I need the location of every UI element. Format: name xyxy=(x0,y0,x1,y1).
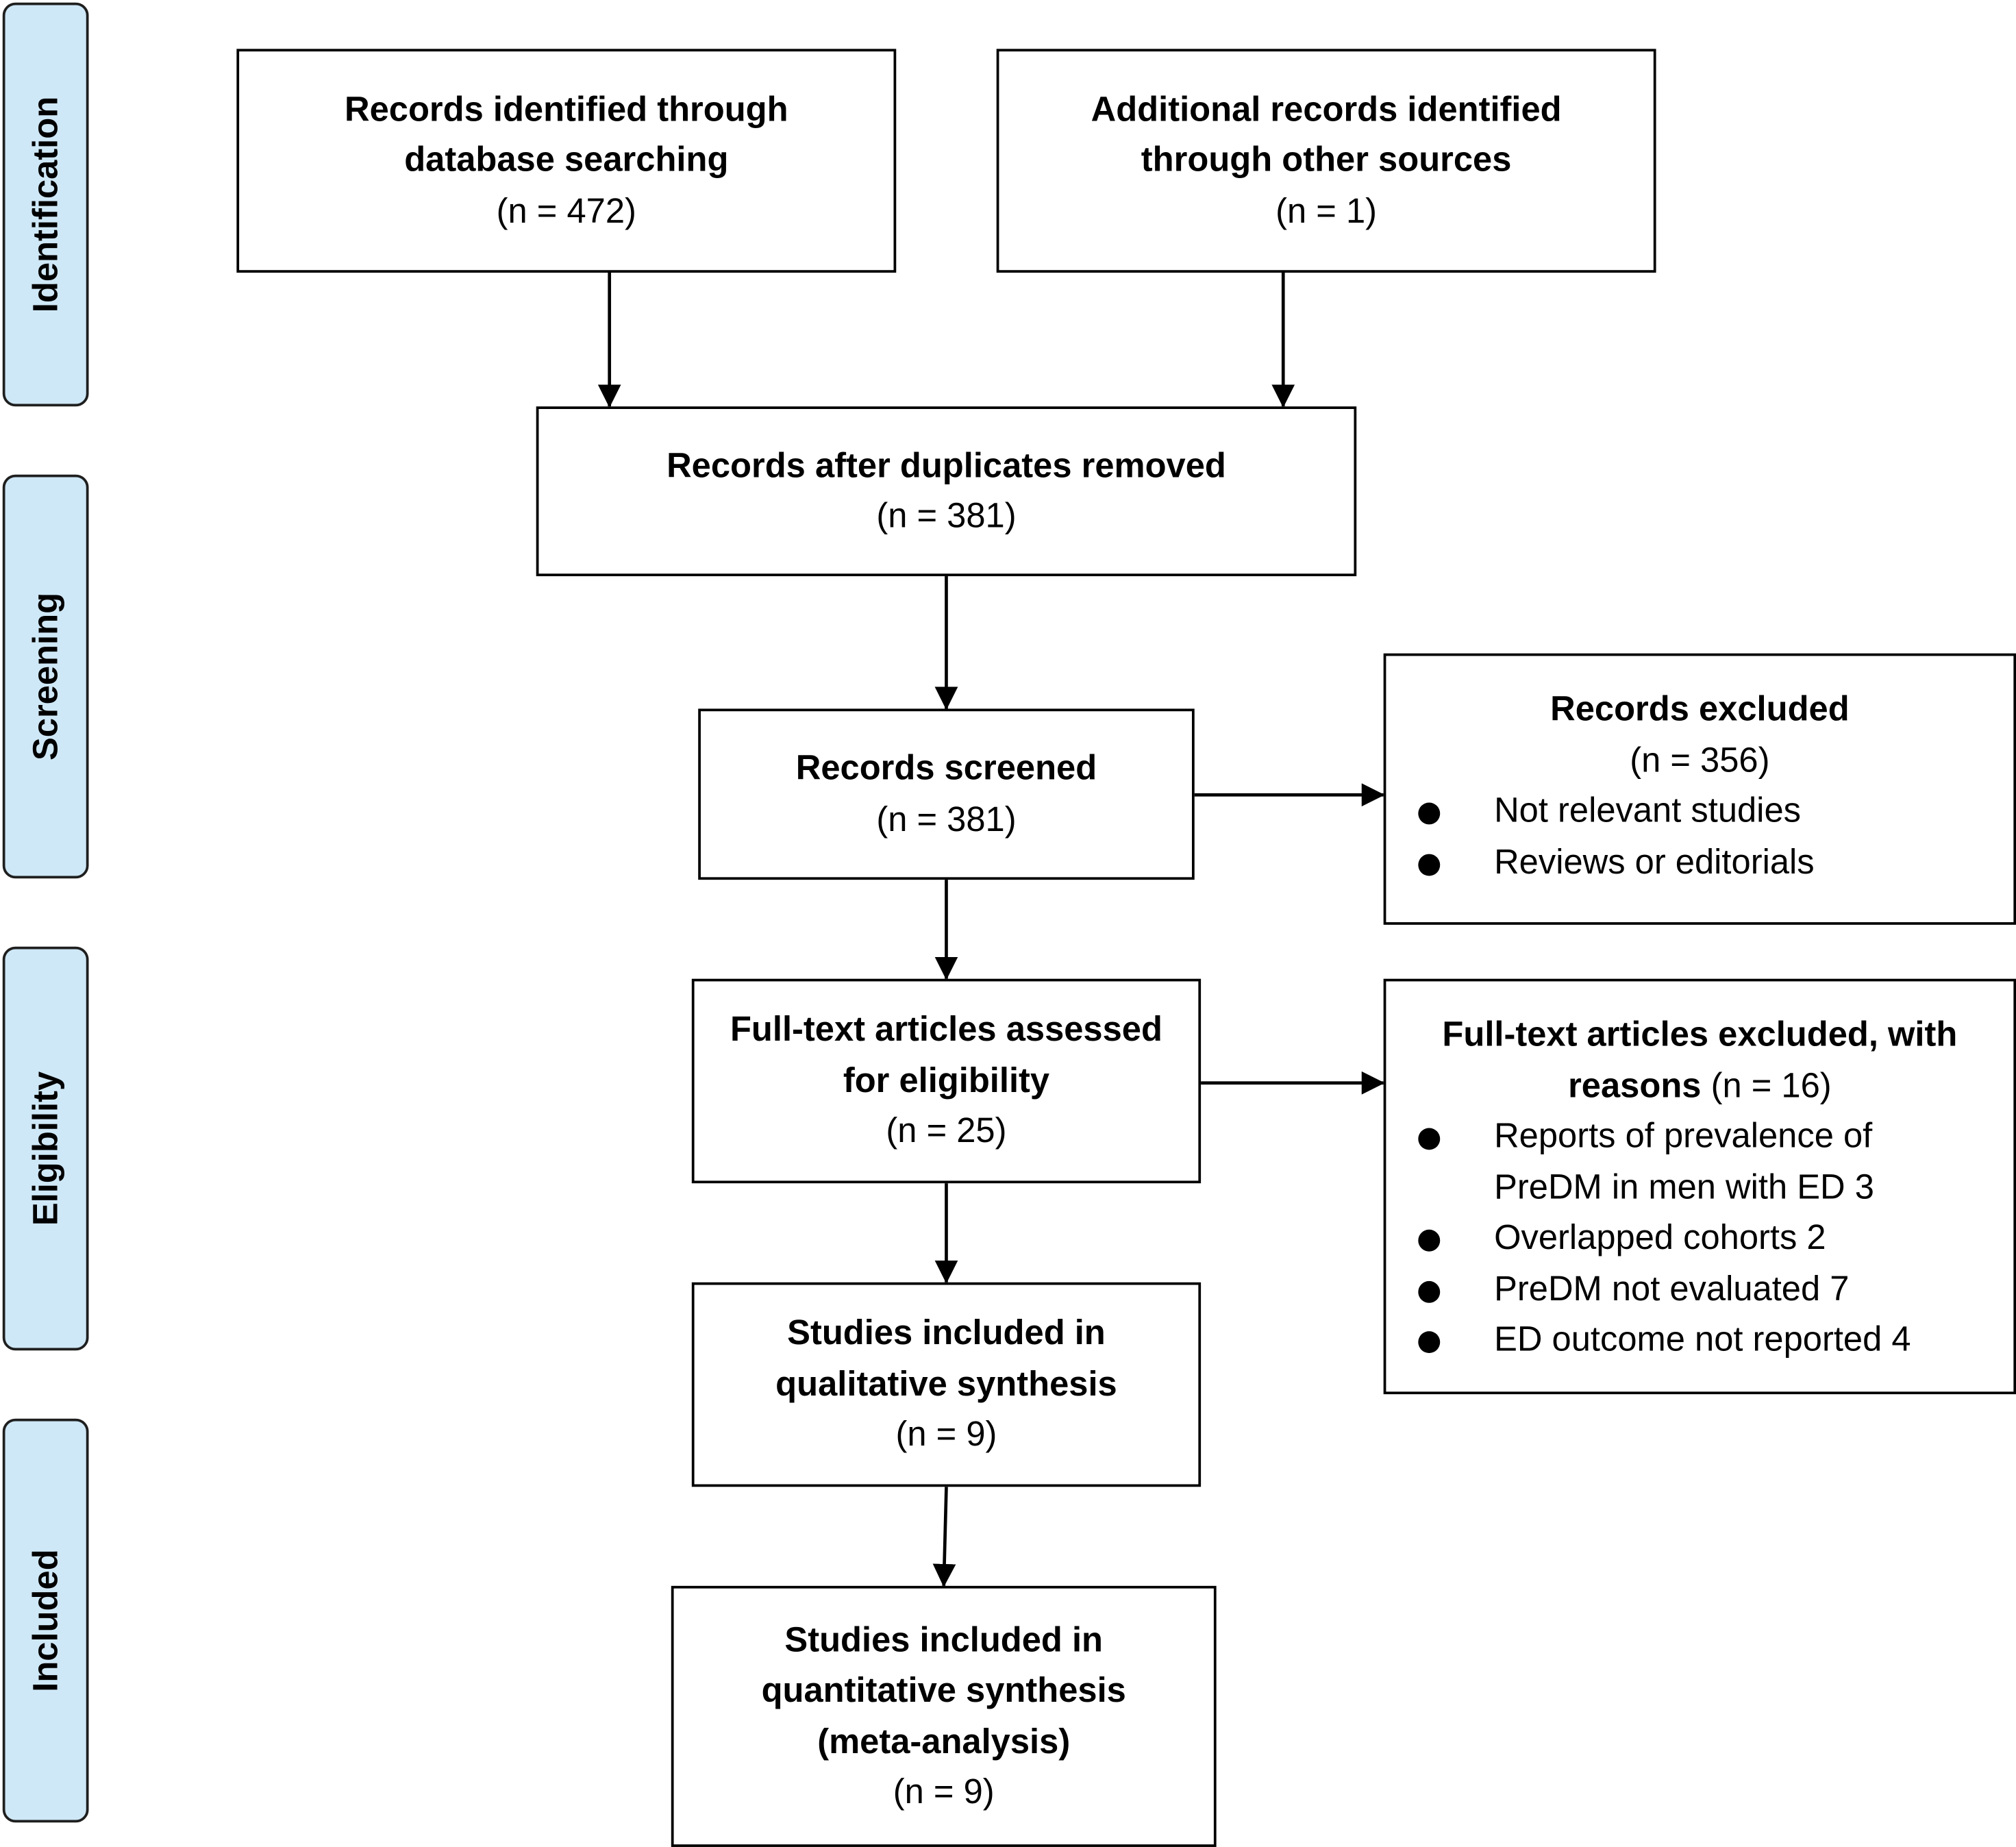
box-title: Records excluded xyxy=(1550,689,1850,728)
box-count: (n = 381) xyxy=(876,496,1017,535)
phase-included: Included xyxy=(2,1418,89,1823)
box-title: Full-text articles excluded, with reason… xyxy=(1442,1015,1958,1104)
phase-eligibility: Eligibility xyxy=(2,946,89,1351)
phase-identification: Identification xyxy=(2,2,89,407)
box-other-sources: Additional records identified through ot… xyxy=(996,49,1656,273)
exclusion-reasons-list: Reports of prevalence of PreDM in men wi… xyxy=(1386,1111,2013,1365)
arrow-qualitative-to-quantitative xyxy=(932,1487,956,1587)
box-duplicates-removed: Records after duplicates removed (n = 38… xyxy=(536,406,1357,577)
box-title: Records identified through database sear… xyxy=(345,89,788,179)
box-count: (n = 381) xyxy=(876,799,1017,839)
box-records-excluded: Records excluded (n = 356) Not relevant … xyxy=(1383,653,2016,925)
box-count: (n = 472) xyxy=(496,191,636,230)
box-title: Records screened xyxy=(795,748,1097,787)
box-count: (n = 16) xyxy=(1710,1065,1832,1104)
list-item: ED outcome not reported 4 xyxy=(1386,1315,2013,1365)
list-item: Reports of prevalence of PreDM in men wi… xyxy=(1386,1111,2013,1213)
box-records-screened: Records screened (n = 381) xyxy=(698,708,1195,880)
list-item: PreDM not evaluated 7 xyxy=(1386,1264,2013,1315)
box-title: Studies included in qualitative synthesi… xyxy=(775,1313,1117,1403)
list-item: Reviews or editorials xyxy=(1386,836,2013,887)
list-item: Not relevant studies xyxy=(1386,786,2013,836)
box-title: Additional records identified through ot… xyxy=(1091,89,1562,179)
box-quantitative-synthesis: Studies included in quantitative synthes… xyxy=(671,1585,1217,1847)
box-count: (n = 25) xyxy=(886,1111,1007,1150)
box-count: (n = 9) xyxy=(893,1772,995,1811)
phase-screening: Screening xyxy=(2,474,89,879)
box-count: (n = 1) xyxy=(1275,191,1378,230)
box-title: Records after duplicates removed xyxy=(667,445,1226,484)
box-fulltext-assessed: Full-text articles assessed for eligibil… xyxy=(691,978,1202,1184)
box-title: Studies included in quantitative synthes… xyxy=(761,1620,1126,1761)
box-count: (n = 9) xyxy=(895,1415,997,1454)
exclusion-list: Not relevant studies Reviews or editoria… xyxy=(1386,786,2013,887)
box-qualitative-synthesis: Studies included in qualitative synthesi… xyxy=(691,1282,1202,1487)
box-count: (n = 356) xyxy=(1630,740,1770,779)
list-item: Overlapped cohorts 2 xyxy=(1386,1213,2013,1263)
box-database-records: Records identified through database sear… xyxy=(236,49,897,273)
box-fulltext-excluded: Full-text articles excluded, with reason… xyxy=(1383,978,2016,1395)
box-title: Full-text articles assessed for eligibil… xyxy=(730,1010,1162,1100)
